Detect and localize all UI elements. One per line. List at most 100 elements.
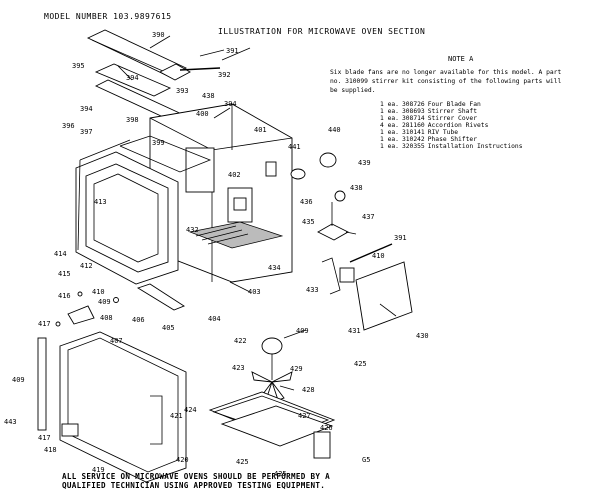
callout-433: 433 <box>306 286 319 294</box>
callout-437: 437 <box>362 213 375 221</box>
oven-door <box>37 331 187 483</box>
callout-399: 399 <box>152 139 165 147</box>
callout-438-right: 438 <box>350 184 363 192</box>
callout-391: 391 <box>226 47 239 55</box>
callout-401: 401 <box>254 126 267 134</box>
callout-398: 398 <box>126 116 139 124</box>
callout-418: 418 <box>44 446 57 454</box>
parts-qty: 1 ea. <box>380 128 399 136</box>
note-line-3: be supplied. <box>330 87 376 94</box>
callout-417-b: 417 <box>38 434 51 442</box>
callout-429: 429 <box>290 365 303 373</box>
callout-labels: 390 391 392 393 394 394 394 395 396 397 … <box>4 31 429 478</box>
callout-430: 430 <box>416 332 429 340</box>
callout-397: 397 <box>80 128 93 136</box>
diagram-code: G5 <box>362 456 370 464</box>
callout-427: 427 <box>298 412 311 420</box>
parts-part: 281160 <box>401 121 425 129</box>
callout-403: 403 <box>248 288 261 296</box>
parts-qty: 1 ea. <box>380 114 399 122</box>
callout-409-c: 409 <box>12 376 25 384</box>
callout-396: 396 <box>62 122 75 130</box>
note-heading: NOTE A <box>448 55 474 63</box>
callout-438-top: 438 <box>202 92 215 100</box>
parts-part: 310141 <box>401 128 425 136</box>
callout-413: 413 <box>94 198 107 206</box>
callout-414: 414 <box>54 250 67 258</box>
note-line-1: Six blade fans are no longer available f… <box>330 69 562 76</box>
parts-part: 308714 <box>401 114 425 122</box>
callout-394-left: 394 <box>80 105 93 113</box>
callout-390: 390 <box>152 31 165 39</box>
callout-394-top: 394 <box>126 74 139 82</box>
callout-421: 421 <box>170 412 183 420</box>
oven-cabinet <box>119 103 293 283</box>
callout-422: 422 <box>234 337 247 345</box>
parts-part: 308693 <box>401 107 425 115</box>
callout-425-a: 425 <box>236 458 249 466</box>
service-warning-line-2: QUALIFIED TECHNICIAN USING APPROVED TEST… <box>62 480 326 490</box>
parts-desc: Installation Instructions <box>427 142 523 150</box>
callout-402: 402 <box>228 171 241 179</box>
callout-440: 440 <box>328 126 341 134</box>
callout-428: 428 <box>302 386 315 394</box>
callout-431: 431 <box>348 327 361 335</box>
service-warning: ALL SERVICE ON MICROWAVE OVENS SHOULD BE… <box>62 472 330 490</box>
front-frame <box>75 139 179 285</box>
parts-part: 310242 <box>401 135 425 143</box>
parts-qty: 1 ea. <box>380 135 399 143</box>
callout-405: 405 <box>162 324 175 332</box>
stirrer-parts <box>290 152 413 331</box>
callout-415: 415 <box>58 270 71 278</box>
callout-443: 443 <box>4 418 17 426</box>
callout-439: 439 <box>358 159 371 167</box>
callout-432: 432 <box>186 226 199 234</box>
service-warning-line-1: ALL SERVICE ON MICROWAVE OVENS SHOULD BE… <box>62 472 330 481</box>
callout-417-a: 417 <box>38 320 51 328</box>
callout-395: 395 <box>72 62 85 70</box>
callout-406: 406 <box>132 316 145 324</box>
callout-404: 404 <box>208 315 221 323</box>
model-number: MODEL NUMBER 103.9897615 <box>44 12 172 21</box>
callout-409-a: 409 <box>98 298 111 306</box>
parts-desc: Four Blade Fan <box>427 101 481 108</box>
callout-416: 416 <box>58 292 71 300</box>
callout-420: 420 <box>176 456 189 464</box>
parts-part: 308726 <box>401 101 425 108</box>
callout-436: 436 <box>300 198 313 206</box>
callout-425-c: 425 <box>354 360 367 368</box>
top-rail-assembly <box>86 29 221 123</box>
parts-desc: RIV Tube <box>427 128 459 136</box>
callout-410-b: 410 <box>372 252 385 260</box>
parts-desc: Phase Shifter <box>427 135 478 143</box>
callout-434: 434 <box>268 264 281 272</box>
callout-394-right: 394 <box>224 100 237 108</box>
leader-lines <box>117 35 397 391</box>
callout-425-b: 425 <box>274 470 287 478</box>
parts-desc: Accordion Rivets <box>427 121 489 129</box>
parts-qty: 1 ea. <box>380 101 399 108</box>
callout-423: 423 <box>232 364 245 372</box>
callout-424: 424 <box>184 406 197 414</box>
stirrer-fan <box>208 337 336 459</box>
parts-desc: Stirrer Cover <box>427 114 478 122</box>
callout-441: 441 <box>288 143 301 151</box>
callout-426: 426 <box>320 424 333 432</box>
parts-desc: Stirrer Shaft <box>427 107 478 115</box>
hinge-parts <box>55 283 185 327</box>
callout-407: 407 <box>110 337 123 345</box>
callout-400: 400 <box>196 110 209 118</box>
callout-408: 408 <box>100 314 113 322</box>
parts-qty: 1 ea. <box>380 107 399 115</box>
callout-419: 419 <box>92 466 105 474</box>
callout-393: 393 <box>176 87 189 95</box>
diagram-title: ILLUSTRATION FOR MICROWAVE OVEN SECTION <box>218 27 426 36</box>
